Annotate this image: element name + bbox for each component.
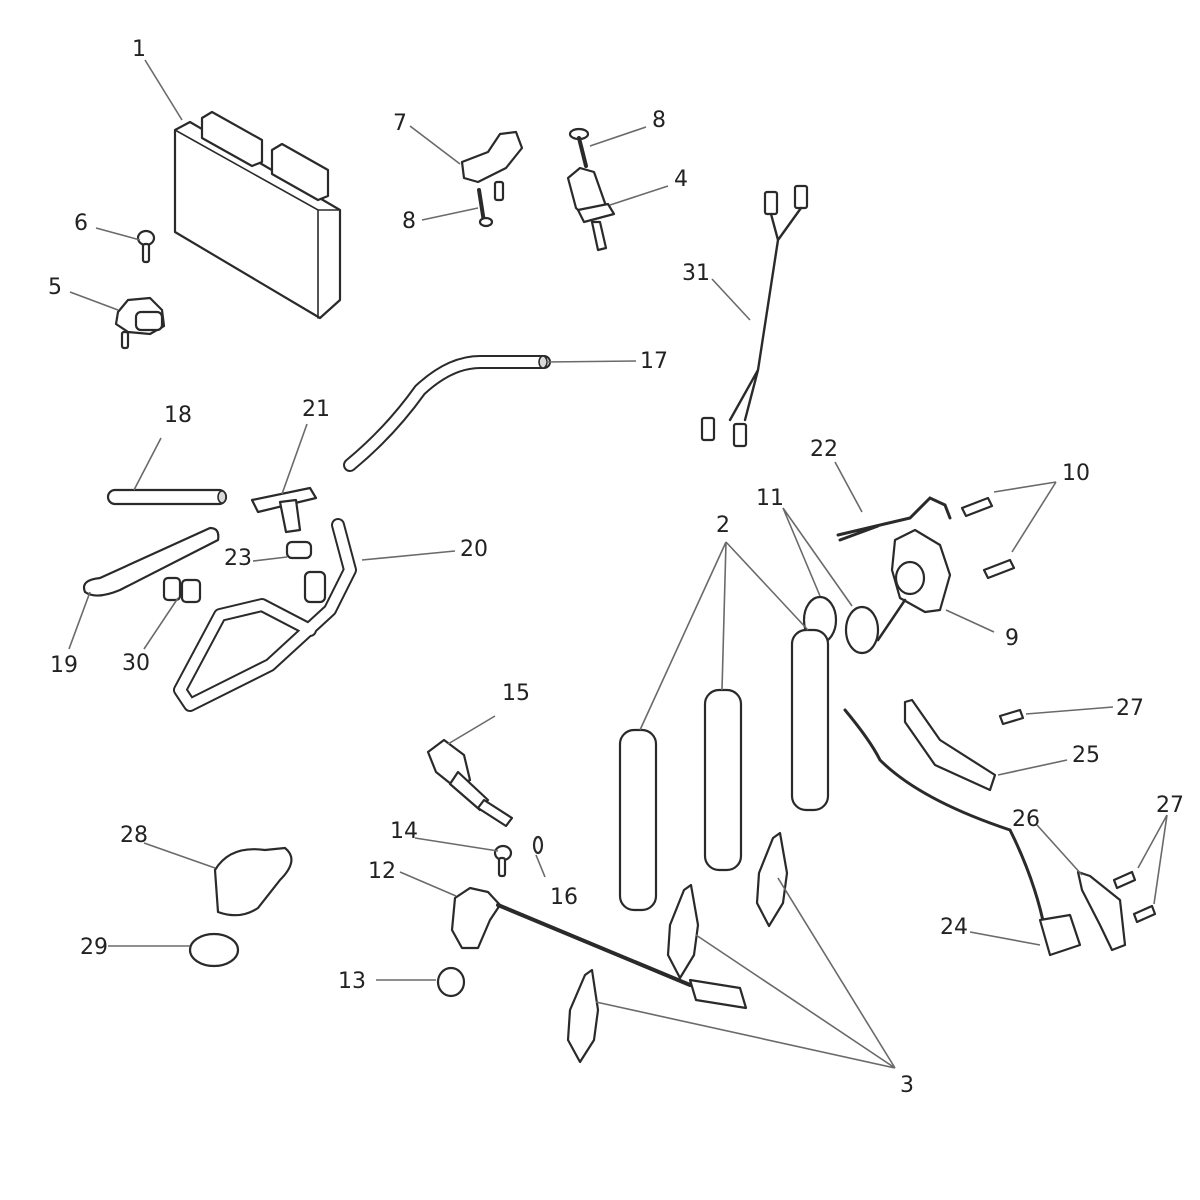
callout-22: 22 [810, 437, 838, 462]
part-washer-13[interactable] [436, 966, 466, 998]
part-hose-19[interactable] [82, 526, 220, 597]
callout-10: 10 [1062, 461, 1090, 486]
callout-18: 18 [164, 403, 192, 428]
part-bracket-26[interactable] [1076, 870, 1127, 952]
callout-24: 24 [940, 915, 968, 940]
part-sensor-5[interactable] [114, 296, 166, 350]
callout-20: 20 [460, 537, 488, 562]
part-screw-6[interactable] [136, 229, 156, 264]
part-t-piece-21[interactable] [250, 486, 318, 534]
part-ecu[interactable] [173, 110, 342, 320]
part-o-ring-16[interactable] [532, 835, 544, 855]
callout-5: 5 [48, 275, 62, 300]
part-spark-plugs-3[interactable] [566, 831, 789, 1064]
part-harness-31[interactable] [700, 184, 809, 448]
callout-3: 3 [900, 1073, 914, 1098]
callout-7: 7 [393, 111, 407, 136]
callout-14: 14 [390, 819, 418, 844]
callout-4: 4 [674, 167, 688, 192]
part-lead-24[interactable] [843, 708, 1082, 957]
part-switch-4[interactable] [566, 166, 616, 252]
callout-17: 17 [640, 349, 668, 374]
callout-2: 2 [716, 513, 730, 538]
callout-28: 28 [120, 823, 148, 848]
part-temp-sensor-15[interactable] [426, 738, 514, 828]
callout-23: 23 [224, 546, 252, 571]
part-bolts-10[interactable] [960, 496, 1016, 580]
callout-8-left: 8 [402, 209, 416, 234]
part-sensor-9[interactable] [876, 528, 952, 642]
part-coils-2[interactable] [618, 628, 830, 912]
callout-29: 29 [80, 935, 108, 960]
part-o-rings-11[interactable] [802, 595, 880, 655]
callout-6: 6 [74, 211, 88, 236]
leader-lines [68, 59, 1168, 1069]
part-bracket-22[interactable] [836, 496, 952, 542]
callout-11: 11 [756, 486, 784, 511]
part-plug-28[interactable] [213, 846, 293, 917]
callout-31: 31 [682, 261, 710, 286]
callout-15: 15 [502, 681, 530, 706]
callout-16: 16 [550, 885, 578, 910]
callout-1: 1 [132, 37, 146, 62]
part-screw-14[interactable] [493, 844, 513, 878]
callout-12: 12 [368, 859, 396, 884]
part-crank-sensor-12[interactable] [450, 886, 748, 1010]
callout-27-upper: 27 [1116, 696, 1144, 721]
part-clips-30[interactable] [162, 576, 202, 604]
part-clamp-23[interactable] [285, 540, 313, 560]
callout-13: 13 [338, 969, 366, 994]
part-hose-17[interactable] [343, 355, 551, 472]
callout-9: 9 [1005, 626, 1019, 651]
part-plate-25[interactable] [903, 698, 997, 792]
part-bolts-27[interactable] [998, 708, 1157, 924]
part-hose-18[interactable] [106, 488, 228, 506]
callout-26: 26 [1012, 807, 1040, 832]
callout-30: 30 [122, 651, 150, 676]
callout-25: 25 [1072, 743, 1100, 768]
part-sensor-7[interactable] [460, 130, 524, 202]
callout-21: 21 [302, 397, 330, 422]
part-hose-20[interactable] [173, 518, 357, 712]
callout-8-right: 8 [652, 108, 666, 133]
callout-27-lower: 27 [1156, 793, 1184, 818]
part-o-ring-29[interactable] [188, 932, 240, 968]
part-screw-8-right[interactable] [568, 127, 590, 168]
callout-19: 19 [50, 653, 78, 678]
callout-labels: 1 2 3 4 5 6 7 8 8 9 10 11 12 13 14 15 16… [48, 37, 1184, 1098]
part-screw-8-left[interactable] [477, 188, 494, 228]
